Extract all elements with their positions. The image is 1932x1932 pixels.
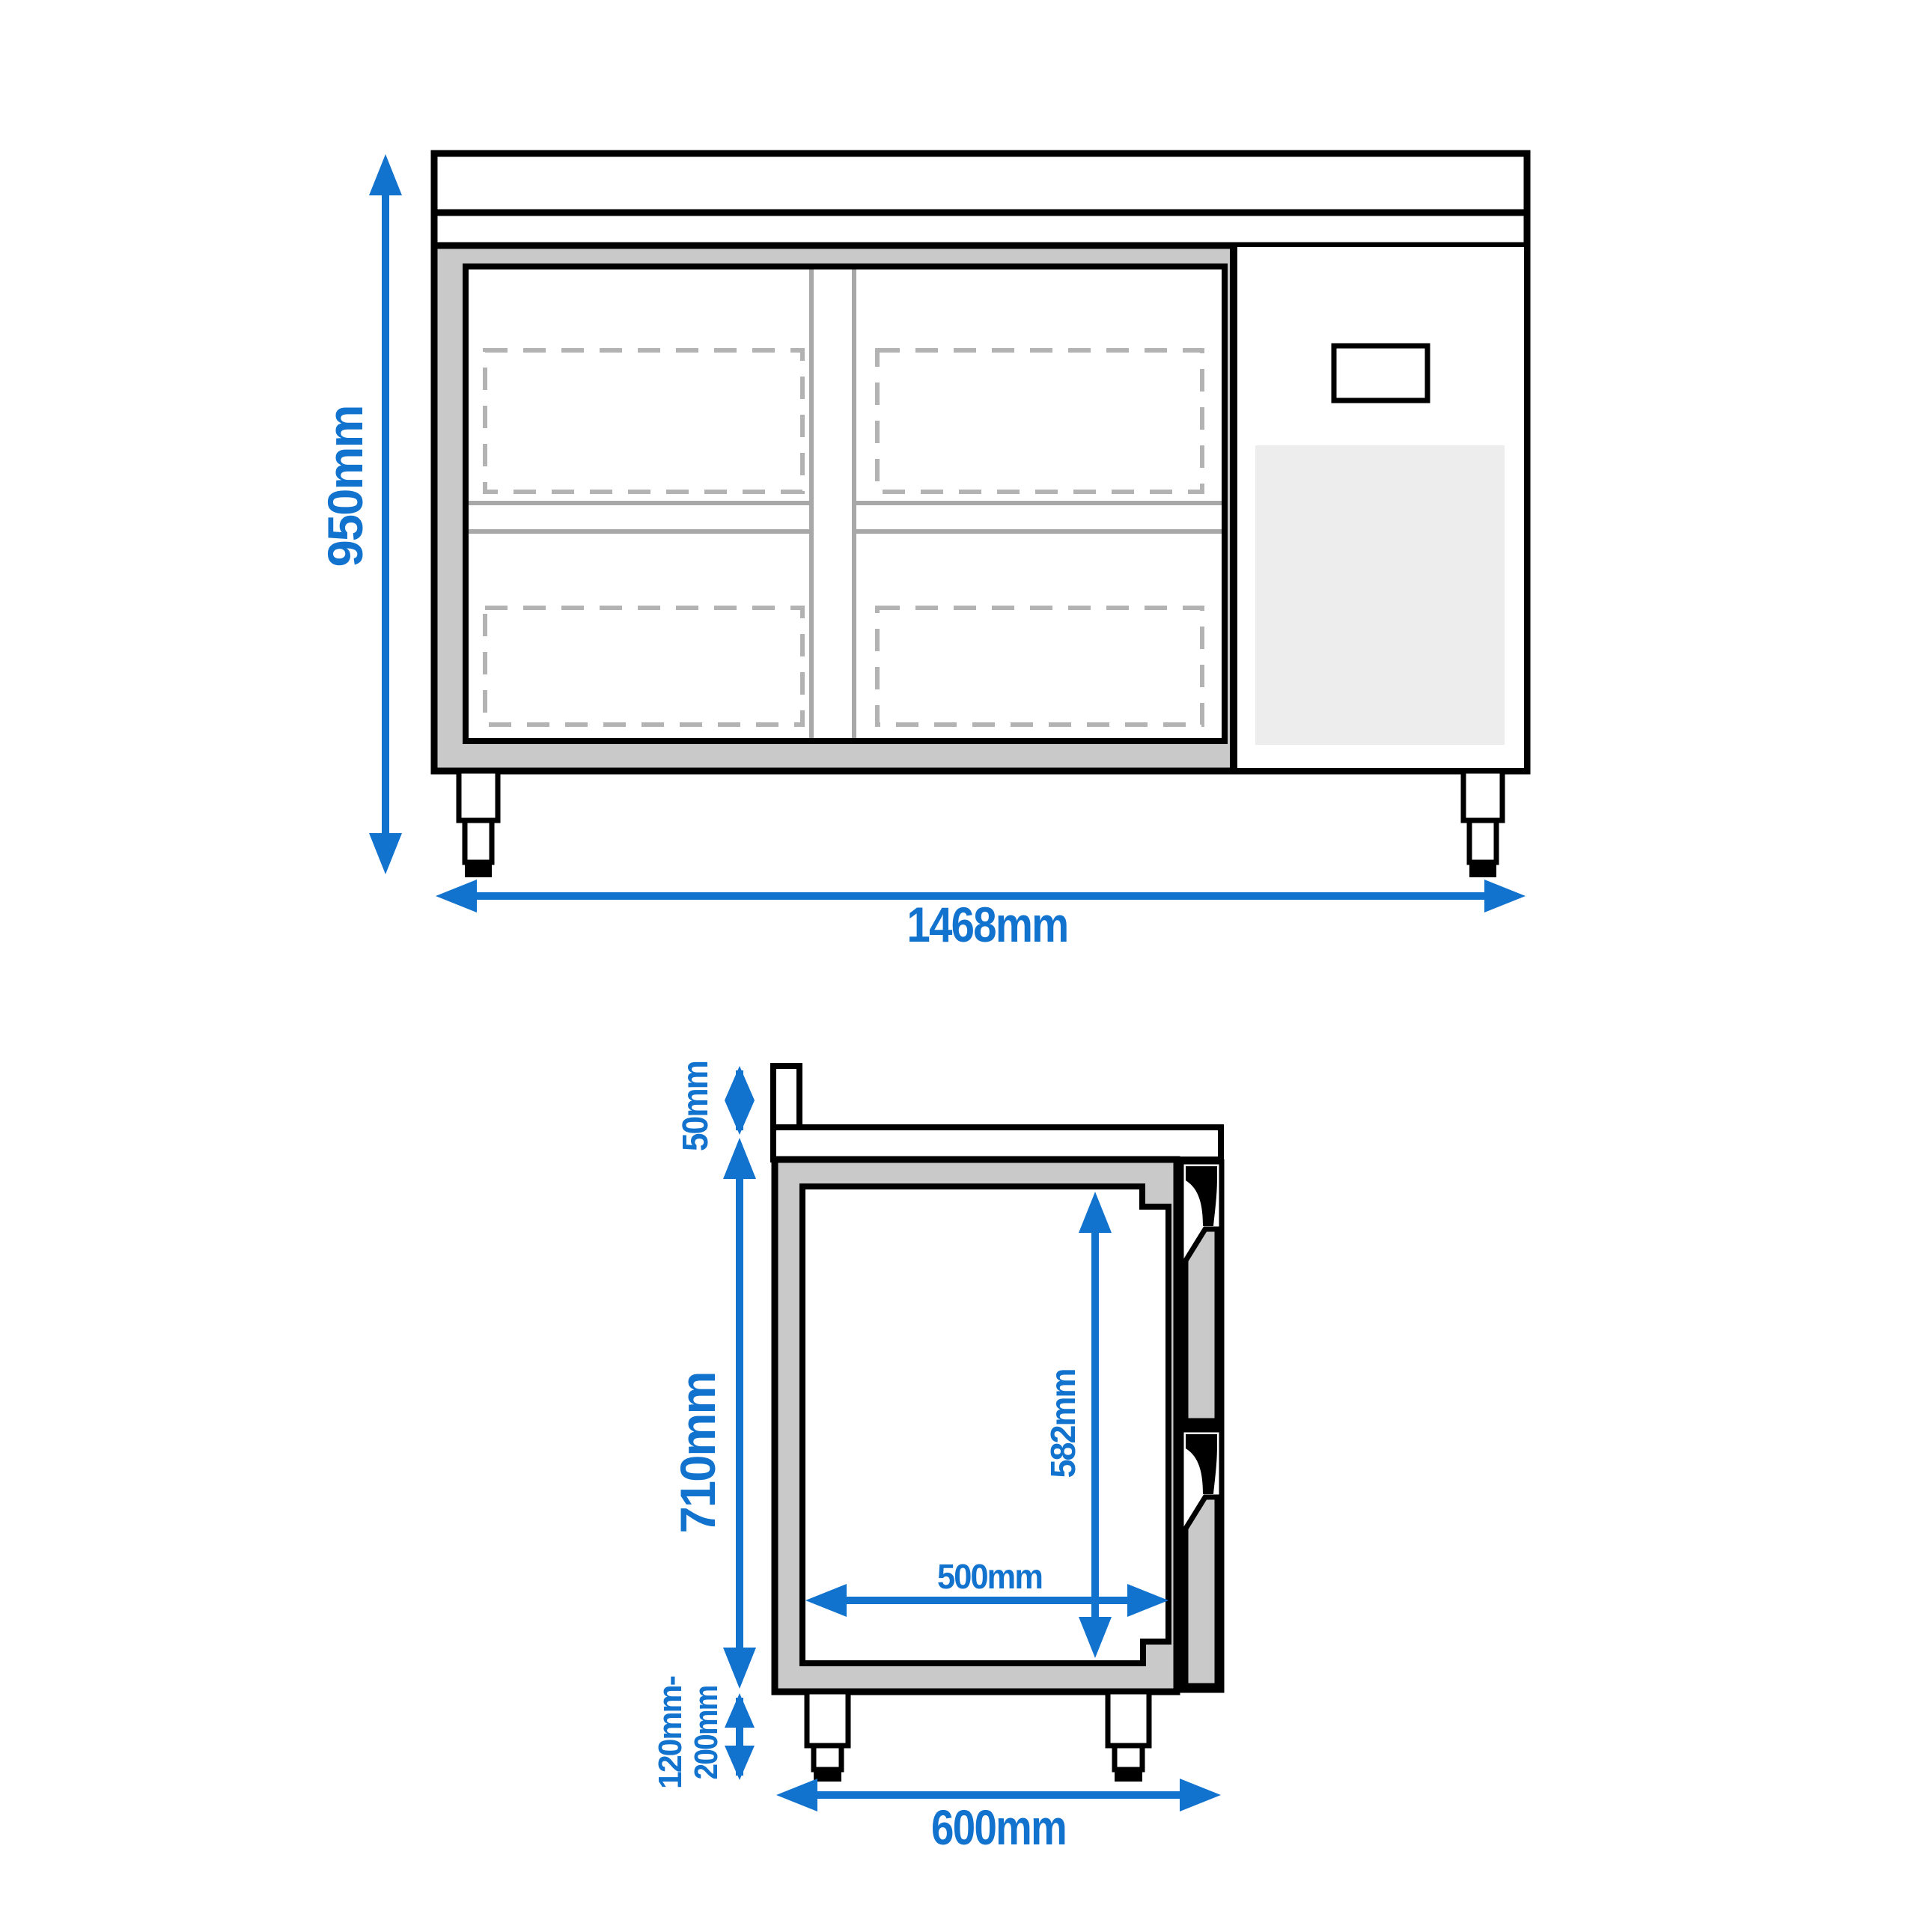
dim-side-worktop: 50mm (676, 1061, 755, 1151)
dim-side-inner-height-arrowhead-bottom (1079, 1617, 1112, 1658)
front-foot-right-upper (1460, 768, 1505, 823)
dim-side-leg-height-arrowhead-top (725, 1693, 755, 1728)
dim-front-width-label: 1468mm (907, 897, 1068, 952)
side-leg-right (1105, 1689, 1152, 1782)
dim-side-body-height: 710mm (670, 1138, 756, 1689)
dim-side-total-depth-arrowhead-right (1180, 1779, 1221, 1811)
front-drawer-outline-bottom-left (483, 606, 805, 727)
side-view (770, 1063, 1225, 1782)
dim-front-height: 950mm (317, 154, 402, 874)
dim-side-inner-depth-arrowhead-right (1127, 1584, 1168, 1617)
side-drawer-lower-grip-profile (1186, 1434, 1217, 1494)
front-drawer-outline-top-left (483, 348, 805, 494)
front-foot-right-tip (1469, 862, 1496, 877)
front-drawer-outline-top-right (875, 348, 1204, 494)
front-vent-panel (1255, 445, 1505, 745)
dim-side-worktop-arrowhead-bottom (725, 1100, 755, 1135)
side-leg-left (804, 1689, 851, 1782)
front-foot-left-upper (456, 768, 501, 823)
dim-side-inner-depth-label: 500mm (937, 1557, 1042, 1596)
dim-side-inner-depth: 500mm (805, 1557, 1168, 1617)
dim-side-worktop-arrowhead-top (725, 1066, 755, 1100)
side-worktop (770, 1124, 1224, 1162)
dim-side-inner-depth-arrowhead-left (805, 1584, 847, 1617)
dim-front-width: 1468mm (436, 880, 1526, 952)
side-leg-left-lower (811, 1743, 844, 1773)
side-drawer-upper-body (1183, 1226, 1220, 1424)
dim-side-total-depth-label: 600mm (931, 1800, 1066, 1855)
front-worktop-slab (430, 150, 1531, 216)
front-foot-left (456, 768, 501, 877)
front-drawer-outline-bottom-right (875, 606, 1204, 727)
dim-side-inner-height-label: 582mm (1043, 1369, 1082, 1478)
side-drawer-front-lower (1178, 1427, 1225, 1693)
front-foot-right (1460, 768, 1505, 877)
side-leg-right-tip (1115, 1770, 1142, 1782)
front-foot-left-lower (462, 817, 495, 865)
dim-side-body-height-arrowhead-top (723, 1138, 756, 1179)
dim-side-leg-height-arrowhead-bottom (725, 1746, 755, 1780)
dim-side-inner-height-arrowhead-top (1079, 1192, 1112, 1233)
front-foot-right-lower (1466, 817, 1499, 865)
side-drawer-upper-grip-profile (1186, 1166, 1217, 1226)
front-control-display (1331, 343, 1430, 403)
side-leg-right-lower (1112, 1743, 1145, 1773)
side-upstand (770, 1063, 802, 1132)
dim-front-height-arrowhead-bottom (369, 833, 402, 874)
side-leg-left-tip (814, 1770, 841, 1782)
dim-side-body-height-label: 710mm (670, 1373, 725, 1534)
dim-front-width-arrowhead-right (1484, 880, 1526, 912)
dim-front-height-label: 950mm (317, 406, 373, 567)
dim-front-height-arrowhead-top (369, 154, 402, 195)
side-drawer-lower-body (1183, 1494, 1220, 1689)
dim-side-inner-height: 582mm (1043, 1192, 1112, 1658)
dim-side-body-height-arrowhead-bottom (723, 1648, 756, 1689)
dim-side-total-depth-arrowhead-left (776, 1779, 817, 1811)
side-interior (799, 1183, 1171, 1666)
front-foot-left-tip (465, 862, 492, 877)
dim-side-leg-height-label-line1: 120mm- (652, 1677, 689, 1789)
side-leg-right-upper (1105, 1689, 1152, 1749)
front-worktop-strip (430, 209, 1531, 249)
dim-front-width-arrowhead-left (436, 880, 477, 912)
side-drawer-front-upper (1178, 1159, 1225, 1428)
dim-side-leg-height: 120mm- 200mm (652, 1677, 755, 1789)
side-leg-left-upper (804, 1689, 851, 1749)
dim-side-worktop-label: 50mm (676, 1061, 716, 1151)
dim-side-leg-height-label-line2: 200mm (688, 1686, 725, 1780)
dim-side-total-depth: 600mm (776, 1779, 1221, 1855)
front-view (430, 150, 1531, 877)
